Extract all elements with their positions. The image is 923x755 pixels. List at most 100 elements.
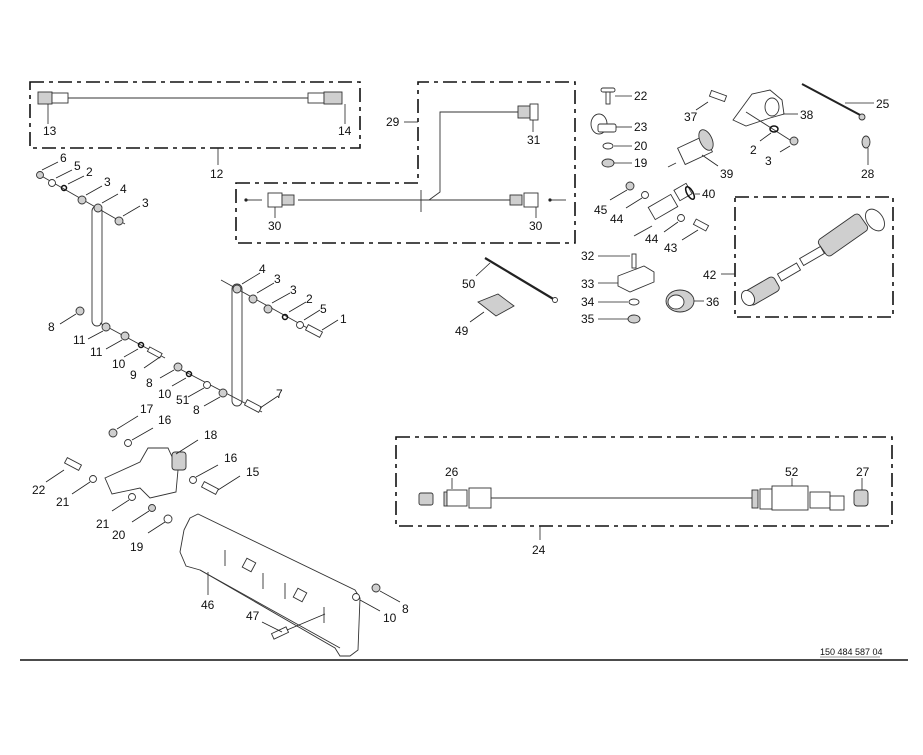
washer-34[interactable] (628, 298, 640, 306)
nut-35[interactable] (627, 314, 641, 324)
connector-26[interactable] (443, 487, 492, 509)
sensor-18-body[interactable] (104, 447, 179, 499)
oring-10[interactable] (137, 341, 145, 349)
nut-19[interactable] (601, 158, 615, 168)
callout-47: 47 (246, 609, 260, 623)
callout-3-right-a: 3 (274, 272, 281, 286)
bolt-7[interactable] (243, 398, 263, 414)
callout-28: 28 (861, 167, 875, 181)
nut-3b[interactable] (114, 216, 124, 226)
bolt-9[interactable] (146, 346, 163, 359)
callout-23: 23 (634, 120, 648, 134)
washer-16a[interactable] (124, 439, 132, 447)
callout-25: 25 (876, 97, 890, 111)
connector-31[interactable] (517, 103, 539, 121)
connector-52[interactable] (751, 485, 845, 511)
callout-19-left: 19 (130, 540, 144, 554)
grommet-36[interactable] (665, 289, 695, 313)
nut-8-left[interactable] (75, 306, 85, 316)
nut-8c[interactable] (218, 388, 228, 398)
washer-20[interactable] (148, 504, 156, 512)
nut-8b[interactable] (173, 362, 183, 372)
washer-44b[interactable] (677, 214, 685, 222)
valve-body[interactable] (647, 193, 679, 221)
callout-37: 37 (684, 110, 698, 124)
bolt-43[interactable] (692, 218, 710, 232)
callout-44-a: 44 (610, 212, 624, 226)
sensor-39[interactable] (667, 127, 716, 168)
washer-10c[interactable] (352, 593, 360, 601)
bushing-4[interactable] (93, 203, 103, 213)
connector-13[interactable] (37, 91, 69, 105)
left-link-assembly: 6 5 2 3 4 3 8 11 11 10 9 (36, 151, 166, 382)
connector-14[interactable] (307, 91, 343, 105)
washer-21a[interactable] (89, 475, 97, 483)
bushing-4-right[interactable] (232, 284, 242, 294)
bolt-37[interactable] (708, 89, 728, 103)
nut-8d[interactable] (371, 583, 381, 593)
screw-47[interactable] (270, 626, 290, 640)
callout-11-a: 11 (73, 333, 86, 347)
washer-51[interactable] (203, 381, 211, 389)
callout-21-a: 21 (56, 495, 70, 509)
oring-40[interactable] (684, 185, 696, 200)
callout-9: 9 (130, 368, 137, 382)
nut-11b[interactable] (120, 331, 130, 341)
nut-3e[interactable] (789, 136, 799, 146)
nut-11a[interactable] (101, 322, 111, 332)
callout-5-right: 5 (320, 302, 327, 316)
plug-28[interactable] (861, 135, 871, 149)
callout-27: 27 (856, 465, 870, 479)
oring-10b[interactable] (185, 370, 193, 378)
callout-38: 38 (800, 108, 814, 122)
callout-7: 7 (276, 387, 283, 401)
callout-2-far-right: 2 (750, 143, 757, 157)
oring-2b[interactable] (281, 313, 289, 321)
nut-19[interactable] (163, 514, 173, 524)
bolt-15[interactable] (200, 480, 220, 496)
bolt-22[interactable] (63, 456, 83, 472)
callout-26: 26 (445, 465, 459, 479)
washer-5b[interactable] (296, 321, 304, 329)
nut-3d[interactable] (263, 304, 273, 314)
washer-16b[interactable] (189, 476, 197, 484)
callout-8-a: 8 (48, 320, 55, 334)
washer-21b[interactable] (128, 493, 136, 501)
link-4-left[interactable] (91, 205, 103, 327)
link-4-right[interactable] (231, 283, 243, 407)
bracket-33[interactable] (617, 265, 655, 293)
nut-3c[interactable] (248, 294, 258, 304)
connector-27[interactable] (853, 489, 869, 507)
sensor-bracket-assembly: 17 16 18 16 15 22 21 21 20 19 (32, 402, 260, 554)
bolt-1[interactable] (304, 323, 324, 339)
sensor-18-connector[interactable] (171, 451, 187, 471)
callout-22-right: 22 (634, 89, 648, 103)
oring-2[interactable] (60, 184, 68, 192)
connector-42-male[interactable] (798, 206, 889, 267)
washer-5[interactable] (48, 179, 56, 187)
connector-30-right[interactable] (509, 192, 566, 208)
callout-52: 52 (785, 465, 799, 479)
callout-16-a: 16 (158, 413, 172, 427)
cable-tie-25[interactable] (801, 83, 863, 117)
tie-base-49[interactable] (477, 293, 515, 317)
callout-29: 29 (386, 115, 400, 129)
screw-32[interactable] (631, 253, 637, 269)
socket-left[interactable] (418, 492, 434, 506)
washer-20[interactable] (602, 142, 614, 150)
callout-46: 46 (201, 598, 215, 612)
callout-14: 14 (338, 124, 352, 138)
group-24-cable: 24 26 52 27 (395, 436, 893, 557)
cable-tie-50[interactable] (484, 257, 556, 301)
nut-17[interactable] (108, 428, 118, 438)
oring-2c[interactable] (769, 125, 779, 133)
connector-42-female[interactable] (739, 262, 802, 308)
callout-8-d: 8 (402, 602, 409, 616)
washer-44a[interactable] (641, 191, 649, 199)
nut-45[interactable] (625, 181, 635, 191)
plate-46-body[interactable] (179, 513, 361, 657)
nut-3[interactable] (77, 195, 87, 205)
callout-5-left: 5 (74, 159, 81, 173)
bolt-6[interactable] (36, 171, 44, 179)
connector-30-left[interactable] (244, 192, 295, 208)
